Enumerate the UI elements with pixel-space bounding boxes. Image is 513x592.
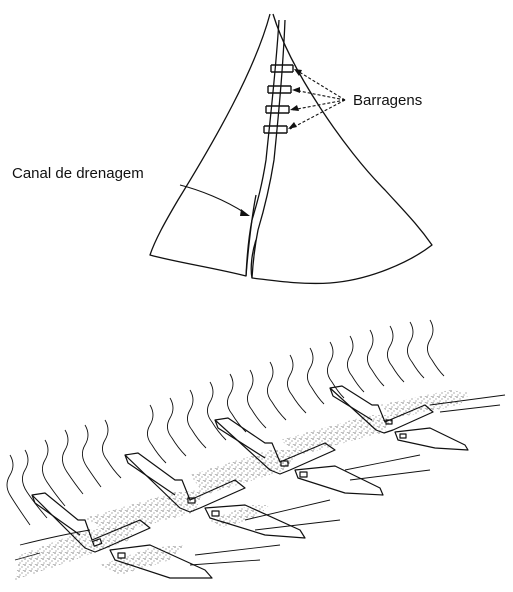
slope-line (307, 348, 324, 404)
slope-line (387, 326, 404, 382)
spillway-notch (400, 434, 406, 438)
slope-line (82, 425, 101, 487)
slope-line (22, 450, 47, 518)
slope-line (407, 322, 424, 378)
spillway-notch (212, 511, 219, 516)
gully-right-lobe (251, 14, 432, 283)
sediment-terrace (85, 490, 205, 535)
dam-mark (264, 126, 287, 133)
arrowhead (240, 209, 250, 216)
slope-line (367, 330, 384, 386)
drainage-channel-edge (252, 20, 285, 278)
dams-perspective-view (7, 320, 505, 580)
sediment-terrace (380, 390, 470, 418)
gully-left-lobe (150, 14, 270, 276)
arrowhead (290, 105, 299, 111)
spillway-notch (300, 472, 307, 477)
slope-line (267, 362, 286, 420)
slope-line (327, 342, 344, 398)
dam-mark (268, 86, 291, 93)
pointer-arrowheads (288, 69, 302, 129)
slope-line (247, 370, 266, 428)
channel-pointer (180, 185, 245, 213)
slope-line (427, 320, 444, 376)
slope-line (187, 390, 206, 448)
arrowhead (292, 87, 300, 93)
gully-plan-view (150, 14, 432, 283)
slope-line (42, 440, 65, 506)
drainage-channel-label: Canal de drenagem (12, 165, 144, 182)
dam-wall (330, 388, 372, 420)
dams-label: Barragens (353, 92, 422, 109)
slope-line (167, 398, 186, 456)
dam-pointers (290, 70, 345, 129)
pointer-line (292, 100, 345, 110)
ground-line (195, 545, 280, 555)
ground-line (190, 560, 260, 565)
slope-line (347, 336, 364, 392)
sediment-terrace (280, 415, 395, 455)
slope-line (287, 355, 306, 413)
apron (205, 505, 305, 538)
slope-line (102, 420, 121, 478)
slope-line (147, 405, 166, 463)
ground-line (350, 470, 430, 480)
drainage-channel (246, 20, 279, 276)
slope-line (62, 430, 83, 494)
slope-line (7, 455, 30, 525)
dam-mark (266, 106, 289, 113)
sediment-fill (15, 390, 470, 580)
pointer-line (294, 90, 345, 100)
apron (295, 466, 383, 495)
dam-marks (264, 65, 293, 133)
ground-line (345, 455, 420, 470)
arrowhead (288, 122, 297, 129)
pointer-line (296, 70, 345, 100)
apron (395, 428, 468, 450)
